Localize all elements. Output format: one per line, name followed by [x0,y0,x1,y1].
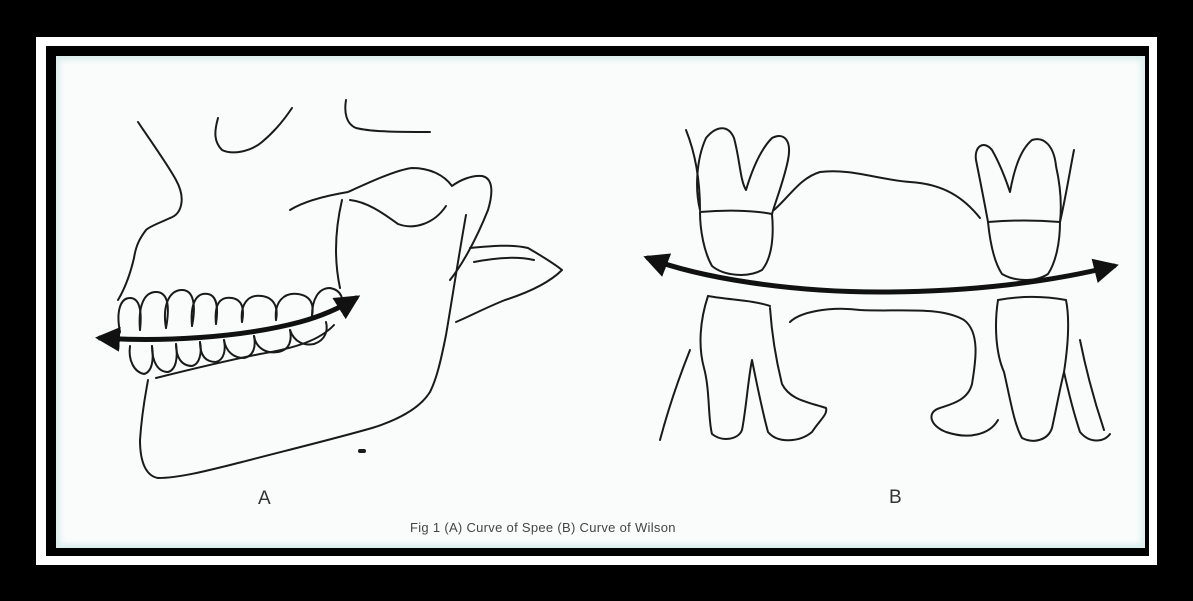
left-lower-molar [701,296,827,440]
left-upper-molar [697,128,789,214]
orbit-rim [215,108,292,152]
right-lower-molar [996,300,1110,441]
right-upper-molar [976,139,1061,222]
right-lower-root-line [1080,340,1104,430]
left-lower-crown-top [708,296,770,306]
zygomatic-arch [290,168,491,280]
figure-caption: Fig 1 (A) Curve of Spee (B) Curve of Wil… [410,520,676,535]
panel-b-label: B [889,487,902,509]
cranial-line [345,100,430,132]
right-upper-root-extra [1060,150,1074,222]
palate-arch [774,171,980,218]
right-upper-crown [988,221,1060,281]
mandible-outline [140,215,466,478]
ramus-front [336,200,342,288]
coronoid-outline [350,200,446,226]
left-upper-crown [700,211,773,275]
molar-cross-section-drawing [660,128,1110,441]
tongue-outline [790,309,998,436]
spine-inner [474,258,534,262]
upper-teeth-row [118,288,342,332]
nasal-outline [118,122,182,300]
curve-of-wilson-arrow [648,258,1114,292]
lower-teeth-row [130,322,327,374]
panel-a-label: A [258,488,271,510]
left-lower-root-line [660,350,690,440]
skull-lateral-drawing [118,100,562,478]
right-lower-crown-top [998,297,1068,372]
